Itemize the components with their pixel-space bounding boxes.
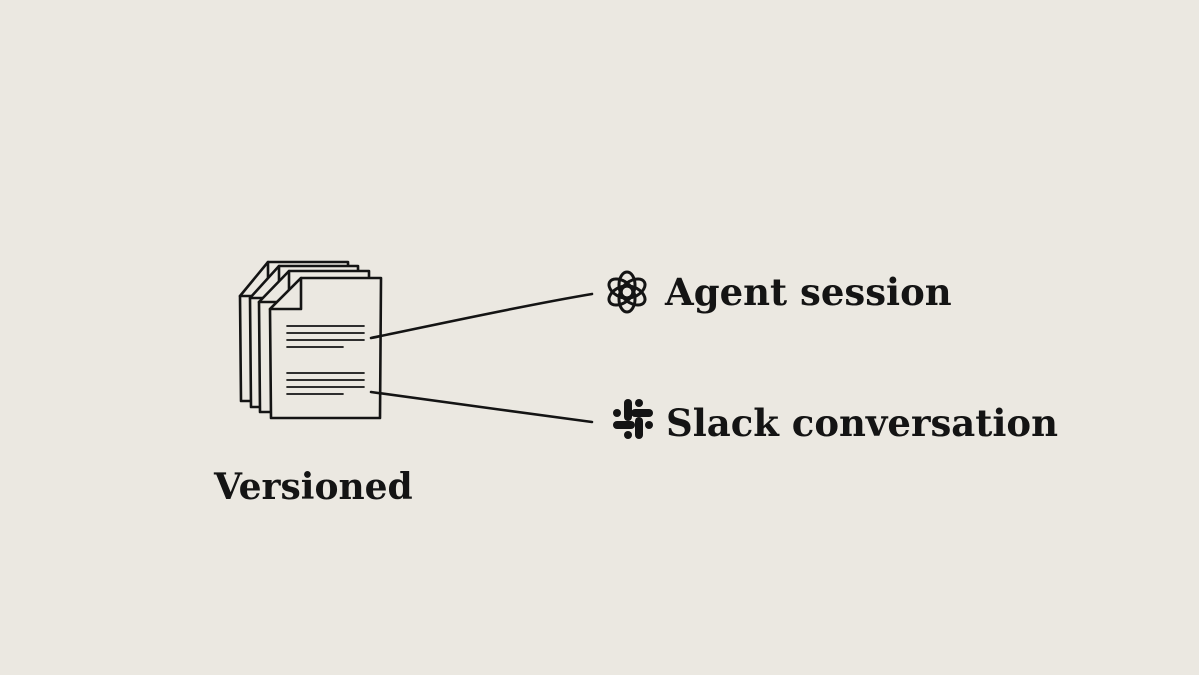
- openai-logo-icon: [607, 270, 647, 314]
- slack-conversation-label: Slack conversation: [666, 401, 1058, 445]
- slack-logo-icon: [613, 399, 653, 439]
- agent-session-label: Agent session: [665, 270, 952, 314]
- versioned-label: Versioned: [214, 466, 413, 508]
- stacked-documents-icon: [238, 260, 383, 420]
- connector-slack-conversation: [369, 390, 594, 424]
- connector-agent-session: [369, 292, 594, 340]
